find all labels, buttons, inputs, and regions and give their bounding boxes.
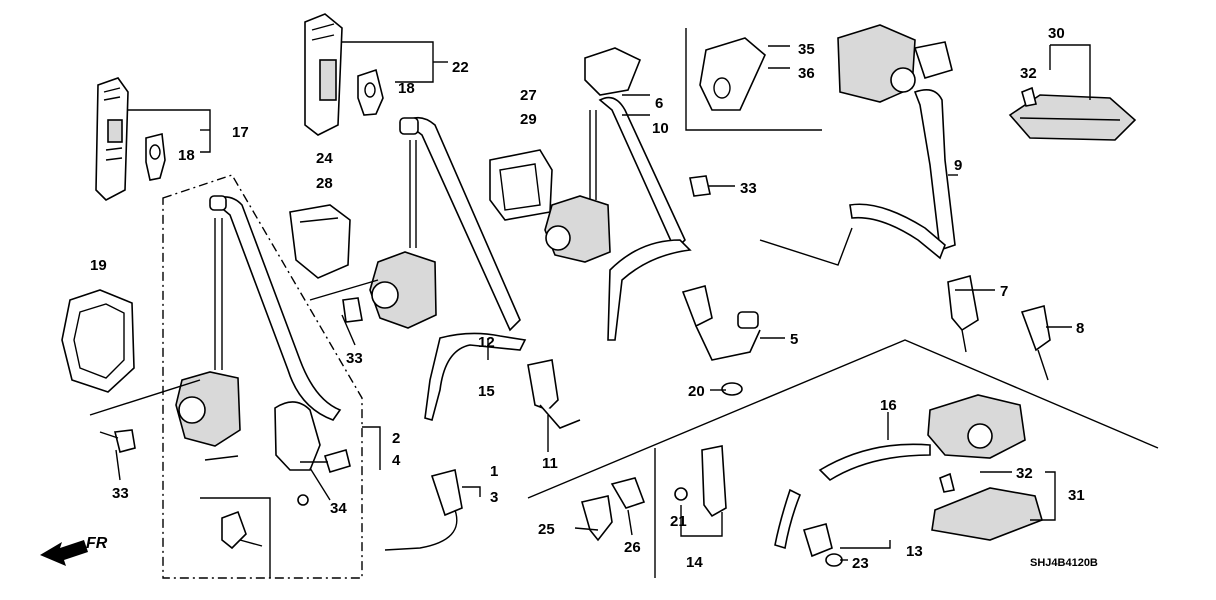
- callout-6: 6: [655, 95, 663, 112]
- callout-24: 24: [316, 150, 333, 167]
- part-27-29-cover: [489, 149, 553, 221]
- callout-35: 35: [798, 41, 815, 58]
- callout-34: 34: [330, 500, 347, 517]
- callout-12: 12: [478, 334, 495, 351]
- front-direction-arrow: FR: [40, 535, 108, 566]
- callout-26: 26: [624, 539, 641, 556]
- callout-11: 11: [542, 455, 558, 472]
- part-11-buckle: [527, 359, 581, 429]
- callout-19: 19: [90, 257, 107, 274]
- part-5-buckle: [681, 285, 761, 361]
- diagram-code: SHJ4B4120B: [1030, 557, 1098, 569]
- callout-7: 7: [1000, 283, 1008, 300]
- part-20-nut: [721, 382, 743, 396]
- callout-33-center: 33: [346, 350, 363, 367]
- callout-5: 5: [790, 331, 798, 348]
- callout-32-lower: 32: [1016, 465, 1033, 482]
- callout-16: 16: [880, 397, 897, 414]
- group-boundary-lower-right: [527, 339, 1159, 499]
- callout-28: 28: [316, 175, 333, 192]
- callout-2: 2: [392, 430, 400, 447]
- part-33-bolt-left: [99, 429, 136, 453]
- callout-33-left: 33: [112, 485, 129, 502]
- part-2-front-seat-belt: [175, 195, 342, 471]
- part-9-rear-belt: [837, 24, 956, 260]
- part-32-clip-lower: [939, 472, 955, 493]
- callout-22: 22: [452, 59, 469, 76]
- leader-lines: [89, 41, 1091, 561]
- part-30-cover: [1008, 94, 1137, 141]
- part-32-clip-upper: [1021, 86, 1037, 107]
- part-8-buckle: [1020, 304, 1051, 381]
- callout-15: 15: [478, 383, 495, 400]
- leader-part-9: [759, 227, 853, 266]
- callout-31: 31: [1068, 487, 1085, 504]
- callout-36: 36: [798, 65, 815, 82]
- callout-21: 21: [670, 513, 687, 530]
- callout-18-lower: 18: [178, 147, 195, 164]
- front-direction-label: FR: [86, 535, 108, 552]
- group-boundary-front-left: [162, 174, 363, 579]
- part-34-bolt: [297, 449, 351, 506]
- callout-30: 30: [1048, 25, 1065, 42]
- callout-9: 9: [954, 157, 962, 174]
- part-22-trim-cover: [304, 13, 343, 136]
- part-14-21-buckle: [674, 445, 727, 518]
- part-6-rear-center-belt: [544, 47, 692, 341]
- part-1-buckle: [384, 469, 463, 551]
- callout-25: 25: [538, 521, 555, 538]
- callout-29: 29: [520, 111, 537, 128]
- detail-box: [200, 497, 271, 578]
- part-7-buckle: [947, 274, 979, 353]
- part-31-cover: [931, 487, 1043, 541]
- callout-17: 17: [232, 124, 249, 141]
- callout-8: 8: [1076, 320, 1084, 337]
- part-18-clip-upper: [357, 68, 384, 116]
- group-box-35-36: [685, 28, 822, 131]
- callout-4: 4: [392, 452, 401, 469]
- callout-13: 13: [906, 543, 923, 560]
- part-35-36-bracket: [699, 37, 766, 111]
- part-13-23-cap: [802, 523, 843, 567]
- callout-23: 23: [852, 555, 869, 572]
- part-17-trim-cover: [95, 77, 129, 201]
- callout-14: 14: [686, 554, 703, 571]
- part-16-rear-seat-belt: [774, 394, 1026, 550]
- callout-3: 3: [490, 489, 498, 506]
- callout-1: 1: [490, 463, 498, 480]
- callout-18-upper: 18: [398, 80, 415, 97]
- part-12-rear-seat-belt: [369, 116, 527, 421]
- callout-27: 27: [520, 87, 537, 104]
- callout-32-upper: 32: [1020, 65, 1037, 82]
- callout-10: 10: [652, 120, 669, 137]
- part-24-28-cover: [289, 204, 351, 279]
- part-19-cover: [61, 289, 135, 393]
- part-25-26-clip: [580, 477, 646, 542]
- part-33-bolt-center: [342, 297, 363, 323]
- detail-bracket: [221, 510, 263, 550]
- part-18-clip-lower: [145, 133, 166, 181]
- part-33-bolt-right: [689, 175, 711, 197]
- callout-20: 20: [688, 383, 705, 400]
- callout-33-right: 33: [740, 180, 757, 197]
